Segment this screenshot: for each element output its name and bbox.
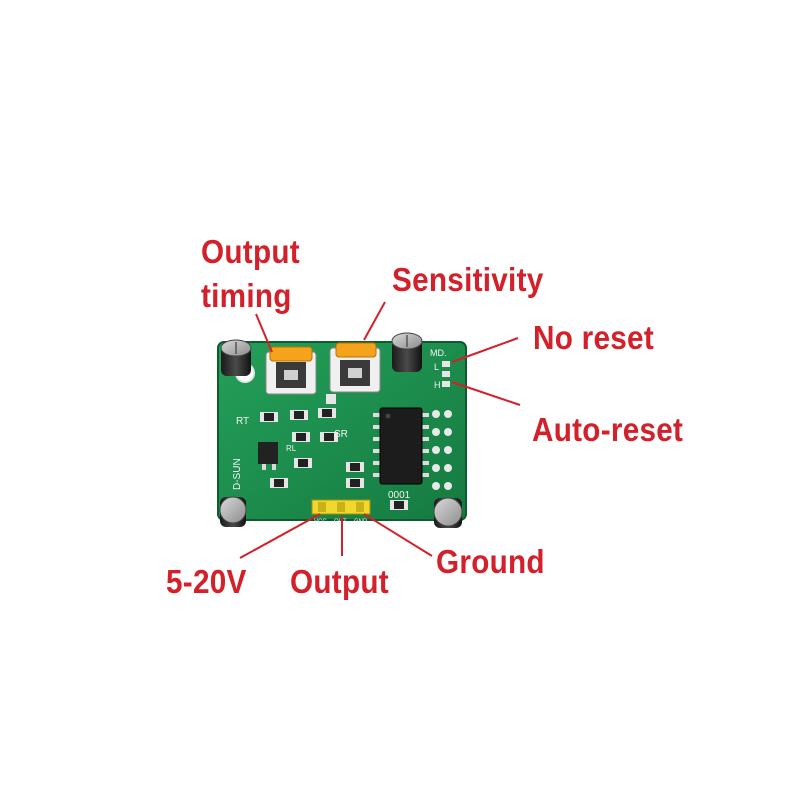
ic-chip (373, 407, 429, 485)
capacitor-top-left (220, 339, 252, 376)
silk-brand: D-SUN (232, 458, 243, 490)
leader-output-timing (255, 313, 273, 353)
label-output-timing-line2: timing (201, 276, 292, 314)
label-output-timing-line1: Output (201, 233, 300, 270)
silkscreen-labels: RT SR RL D-SUN MD. L H 0001 (232, 348, 447, 501)
label-sensitivity: Sensitivity (392, 261, 544, 298)
leader-auto-reset (451, 381, 521, 406)
silk-md: MD. (430, 348, 447, 358)
smd-components (258, 394, 408, 510)
silk-chip-code: 0001 (388, 490, 411, 501)
silk-rl: RL (286, 444, 297, 453)
capacitor-top-right (391, 332, 423, 372)
pin-header: VCC OUT GND (311, 499, 371, 525)
label-ground: Ground (436, 543, 545, 580)
leader-ground (363, 513, 433, 557)
silk-rt: RT (236, 416, 249, 427)
silk-out: OUT (334, 519, 347, 525)
label-output-timing: Output timing (201, 230, 300, 317)
silk-gnd: GND (354, 519, 368, 525)
label-output: Output (290, 563, 389, 600)
leader-power (239, 513, 321, 559)
potentiometer-sensitivity (329, 342, 381, 393)
jumper-pads (442, 361, 450, 387)
label-no-reset: No reset (533, 319, 655, 356)
potentiometer-output-timing (265, 346, 317, 395)
leader-sensitivity (363, 301, 386, 341)
leader-no-reset (451, 337, 519, 363)
leader-lines (239, 301, 521, 559)
silk-vcc: VCC (314, 519, 327, 525)
capacitor-bottom-left (219, 496, 247, 527)
silk-sr: SR (334, 429, 348, 440)
silk-h: H (434, 380, 441, 390)
label-power: 5-20V (166, 563, 247, 600)
ic-pads (432, 410, 452, 490)
label-auto-reset: Auto-reset (532, 411, 684, 448)
capacitor-bottom-right (433, 497, 463, 528)
silk-l: L (434, 362, 439, 372)
